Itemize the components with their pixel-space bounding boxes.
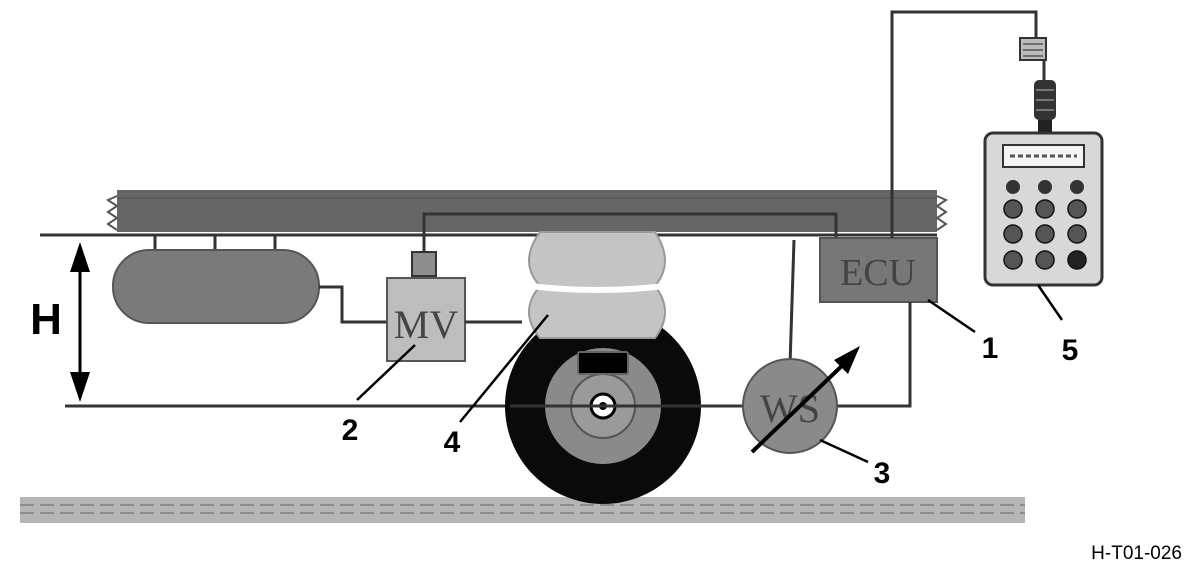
tank-to-valve-pipe	[319, 285, 387, 324]
callout-2: 2	[342, 414, 359, 447]
wheel	[505, 308, 750, 504]
callout-4: 4	[444, 426, 461, 459]
ws-label: WS	[760, 386, 820, 431]
ecu-label: ECU	[840, 252, 916, 294]
air-spring	[528, 231, 666, 339]
height-indicator: H	[30, 242, 90, 402]
callout-leaders	[356, 284, 1064, 464]
callout-1: 1	[982, 332, 999, 365]
reference-code: H-T01-026	[1091, 543, 1182, 564]
diagnostic-tool	[983, 131, 1104, 287]
keypad	[1003, 180, 1087, 270]
diagnostic-cable	[890, 10, 1038, 238]
ecu-to-sensor-wire	[837, 302, 912, 408]
height-sensor-rod	[788, 239, 796, 366]
chassis-frame	[40, 190, 949, 237]
wheel-sensor: WS	[742, 346, 860, 454]
height-label: H	[30, 295, 62, 344]
ground	[20, 497, 1025, 523]
air-tank	[112, 235, 320, 324]
mv-label: MV	[394, 302, 459, 347]
solenoid-valve: MV	[386, 235, 466, 362]
ecu: ECU	[819, 237, 938, 303]
valve-control-wire	[422, 212, 838, 252]
callout-5: 5	[1062, 334, 1079, 367]
connector-plug	[1019, 37, 1056, 134]
callout-3: 3	[874, 457, 891, 490]
